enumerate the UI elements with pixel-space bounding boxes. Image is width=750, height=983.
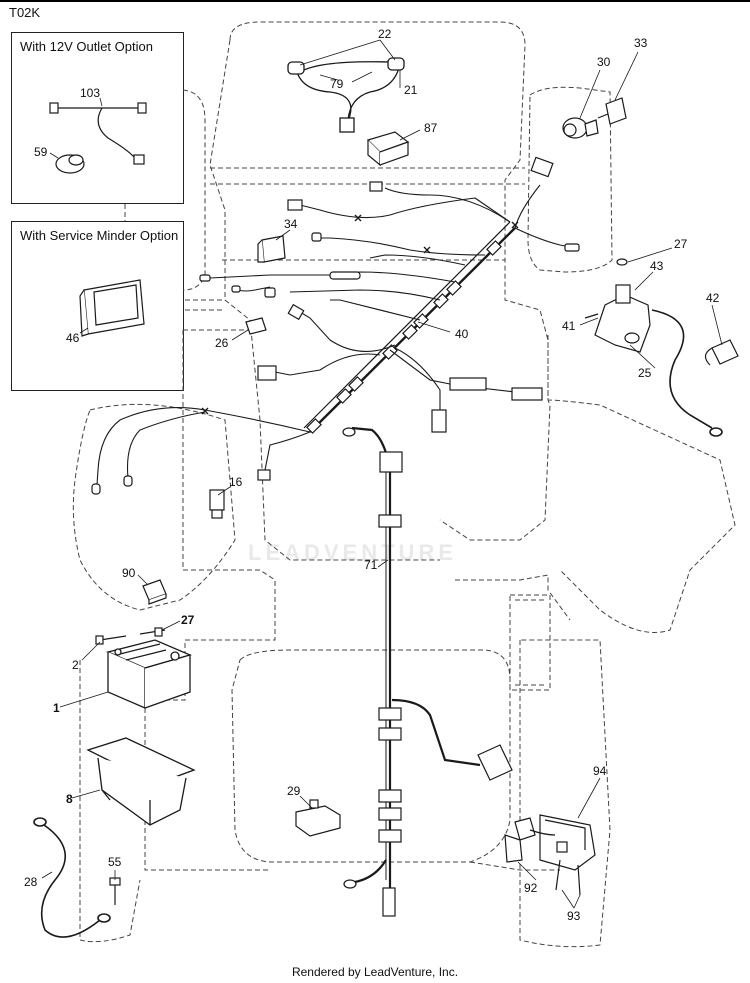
outlet-harness-103 xyxy=(49,102,147,165)
bolt-55 xyxy=(109,877,121,905)
callout-55: 55 xyxy=(108,855,122,869)
callout-93: 93 xyxy=(567,909,581,923)
service-minder-inset: With Service Minder Option xyxy=(11,221,184,391)
callout-28: 28 xyxy=(24,875,38,889)
lamp-harness xyxy=(287,57,405,133)
callout-41: 41 xyxy=(562,319,576,333)
callout-46: 46 xyxy=(66,331,80,345)
battery-tray-8 xyxy=(86,737,196,826)
callout-87: 87 xyxy=(424,121,438,135)
callout-21: 21 xyxy=(404,83,418,97)
harness-clips xyxy=(306,240,502,434)
callout-90: 90 xyxy=(122,566,136,580)
callout-92: 92 xyxy=(524,881,538,895)
callout-27-solenoid: 27 xyxy=(674,237,688,251)
callout-29: 29 xyxy=(287,784,301,798)
connector-92 xyxy=(504,817,556,863)
callout-22: 22 xyxy=(378,27,392,41)
callout-2: 2 xyxy=(72,658,79,672)
callout-33: 33 xyxy=(634,36,648,50)
starter-cable-25 xyxy=(651,309,723,437)
branch-connectors xyxy=(91,156,580,495)
callout-30: 30 xyxy=(597,55,611,69)
callout-42: 42 xyxy=(706,291,720,305)
leader-lines xyxy=(41,39,723,909)
callout-94: 94 xyxy=(593,764,607,778)
relay-87 xyxy=(366,131,410,167)
callout-16: 16 xyxy=(229,475,243,489)
fuse-90 xyxy=(142,579,167,605)
callout-8: 8 xyxy=(66,792,73,806)
callout-27-battery: 27 xyxy=(181,613,195,627)
ignition-switch-30 xyxy=(562,117,599,139)
switch-34 xyxy=(257,235,286,263)
module-94 xyxy=(539,814,596,871)
footer-credit: Rendered by LeadVenture, Inc. xyxy=(291,965,459,979)
terminal-boot-42 xyxy=(704,339,739,366)
ignition-key-33 xyxy=(597,97,627,125)
page-code: T02K xyxy=(9,5,41,20)
harness-71 xyxy=(351,426,481,900)
solenoid-43 xyxy=(584,258,651,353)
service-minder-46 xyxy=(79,279,145,337)
connector-16 xyxy=(209,489,225,519)
screws-93 xyxy=(555,859,581,896)
ground-cable-28 xyxy=(33,817,111,938)
harness-71-parts xyxy=(342,427,513,917)
battery-bolts-2 xyxy=(95,627,166,645)
callout-43: 43 xyxy=(650,259,664,273)
callout-103: 103 xyxy=(80,86,100,100)
battery-1 xyxy=(105,639,192,709)
callout-1: 1 xyxy=(53,701,60,715)
callout-71: 71 xyxy=(364,558,378,572)
connector-29 xyxy=(295,799,341,837)
clip-26 xyxy=(245,317,267,335)
callout-26: 26 xyxy=(215,336,229,350)
callout-34: 34 xyxy=(284,217,298,231)
service-minder-title: With Service Minder Option xyxy=(20,228,179,243)
watermark-text: LEADVENTURE xyxy=(248,540,458,565)
outlet-option-title: With 12V Outlet Option xyxy=(20,39,153,54)
top-border xyxy=(0,0,750,2)
callout-79: 79 xyxy=(330,77,344,91)
branch-wires xyxy=(96,184,576,486)
callout-25: 25 xyxy=(638,366,652,380)
outlet-59 xyxy=(55,154,85,174)
callout-40: 40 xyxy=(455,327,469,341)
outlet-option-inset: With 12V Outlet Option xyxy=(11,32,184,204)
wire-cut-marks xyxy=(201,214,519,415)
callout-59: 59 xyxy=(34,145,48,159)
